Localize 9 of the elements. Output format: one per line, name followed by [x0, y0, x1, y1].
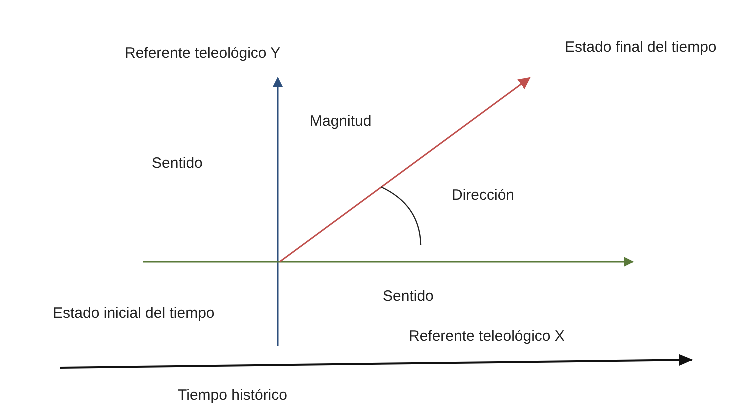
axis-label: Referente teleológico Y [125, 44, 281, 64]
direction-label: Dirección [452, 186, 515, 206]
time-axis-label: Tiempo histórico [178, 386, 288, 406]
vector-label: Estado final del tiempo [565, 38, 717, 58]
direction-sense-label: Sentido [152, 154, 203, 174]
direction-sense-label: Sentido [383, 287, 434, 307]
axis-label: Referente teleológico X [409, 327, 565, 347]
magnitude-label: Magnitud [310, 112, 372, 132]
origin-label: Estado inicial del tiempo [53, 304, 215, 324]
